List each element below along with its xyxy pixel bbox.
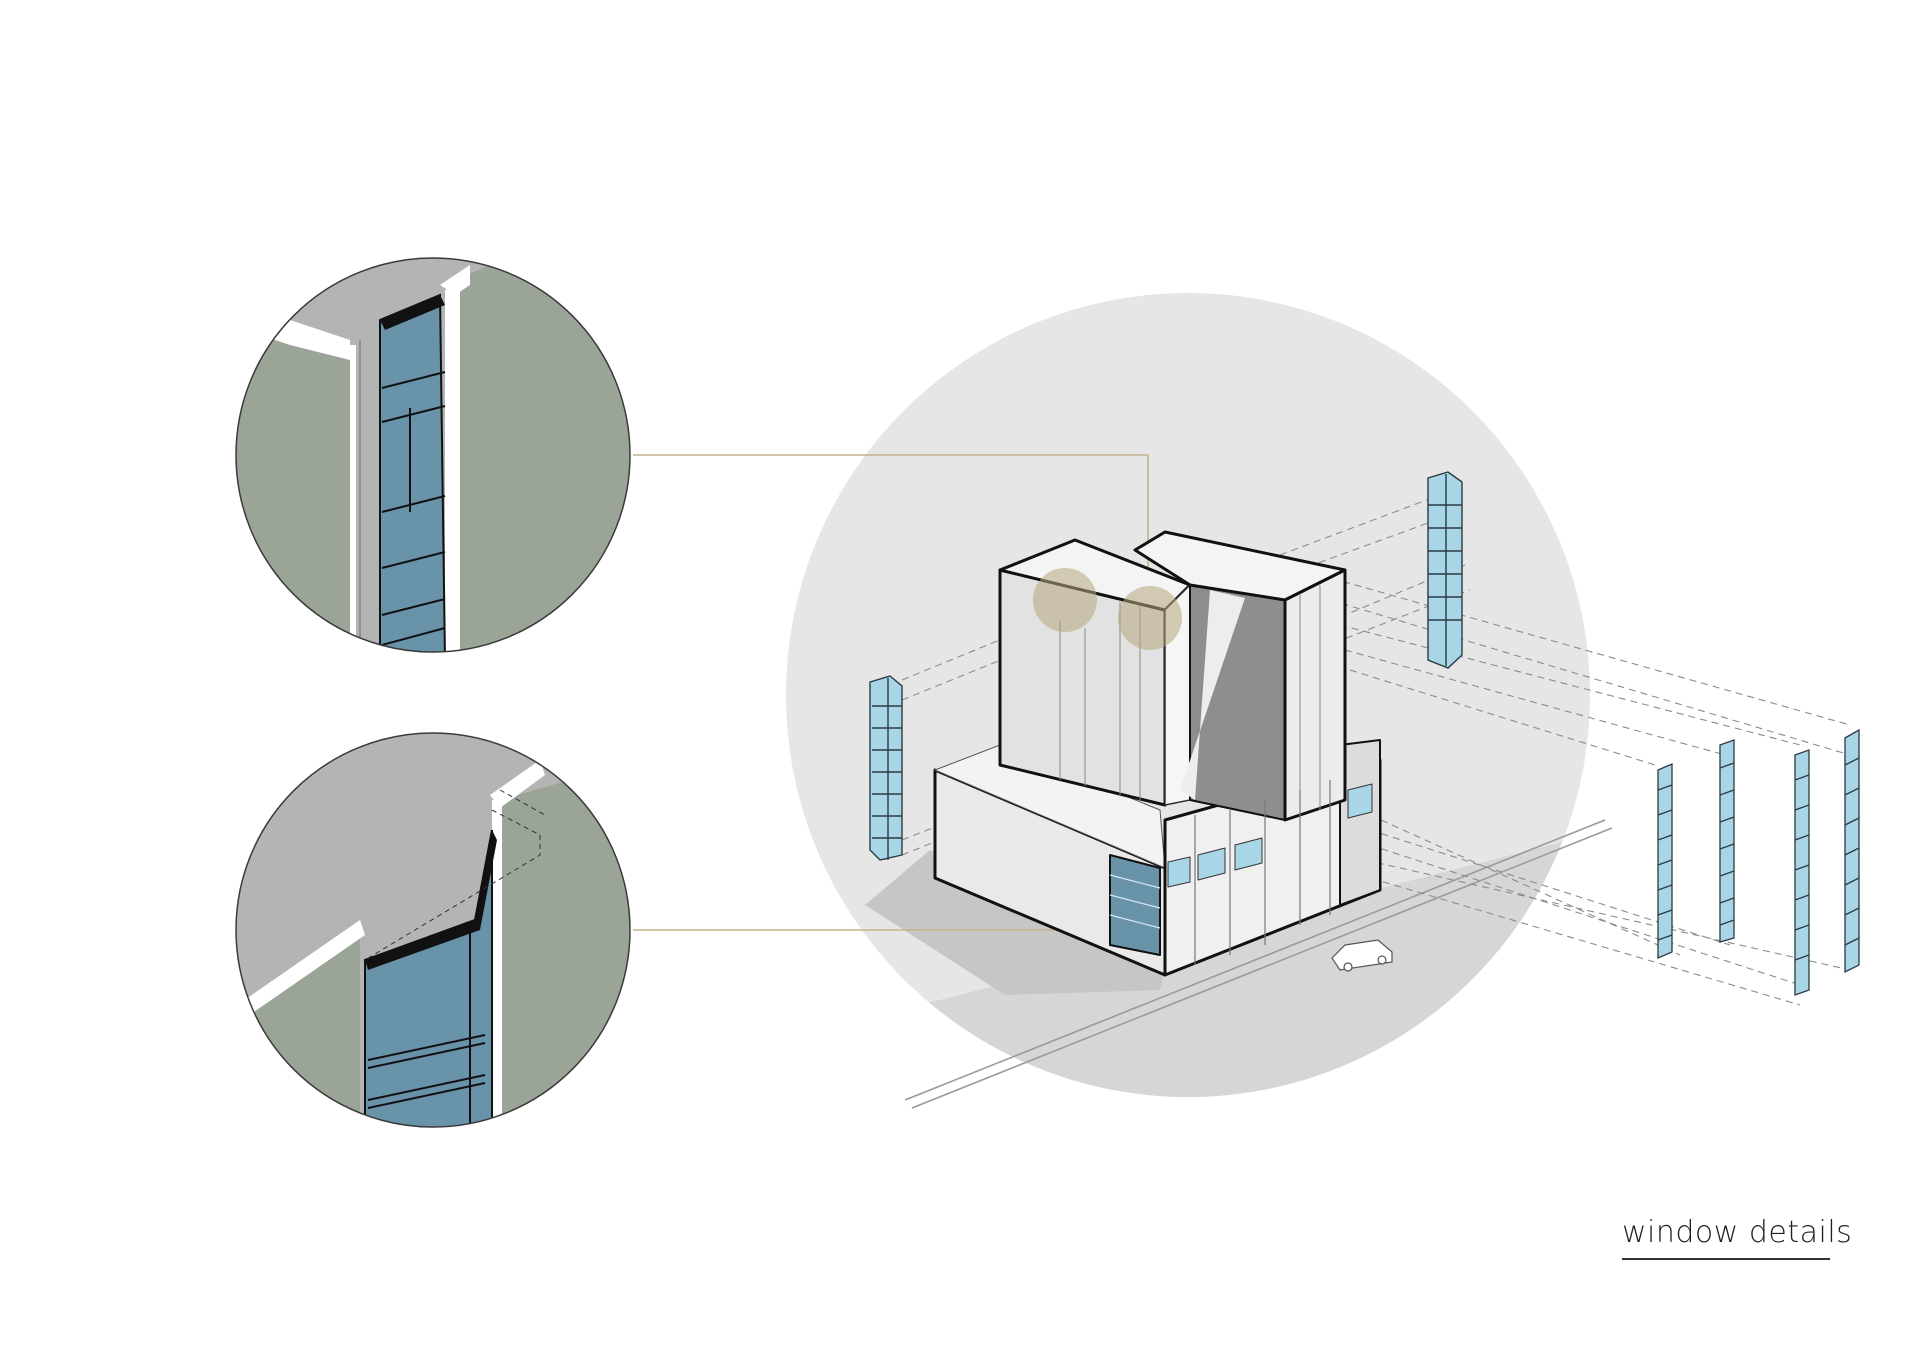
highlight-marker-upper [1033, 568, 1097, 632]
podium-bay-window [1109, 854, 1161, 956]
ground-shadow [900, 830, 1590, 1097]
highlight-marker-lower [1118, 586, 1182, 650]
window-corner-detail [235, 257, 631, 653]
tower-b-light-wedge [1180, 590, 1245, 800]
projection-lines [901, 494, 1851, 1006]
caption-underline [1622, 1258, 1830, 1260]
podium-window-row [1167, 783, 1373, 888]
exploded-window-left [869, 675, 903, 861]
isometric-building [933, 530, 1382, 977]
exploded-window-strip-3 [1794, 749, 1810, 996]
podium-top [934, 744, 1166, 869]
exploded-window-strip-1 [1657, 763, 1673, 959]
exploded-window-upper-right [1427, 471, 1463, 669]
podium-side-right [1339, 739, 1381, 906]
exploded-window-strip-2 [1719, 739, 1735, 943]
diagram-caption: window details [1622, 1215, 1853, 1250]
building-shadow [865, 850, 1165, 995]
tower-b-front [1283, 568, 1347, 822]
car-icon [1331, 939, 1393, 972]
street-lines [904, 819, 1613, 1109]
exploded-window-strip-4 [1844, 728, 1860, 974]
window-bay-detail [235, 732, 631, 1128]
